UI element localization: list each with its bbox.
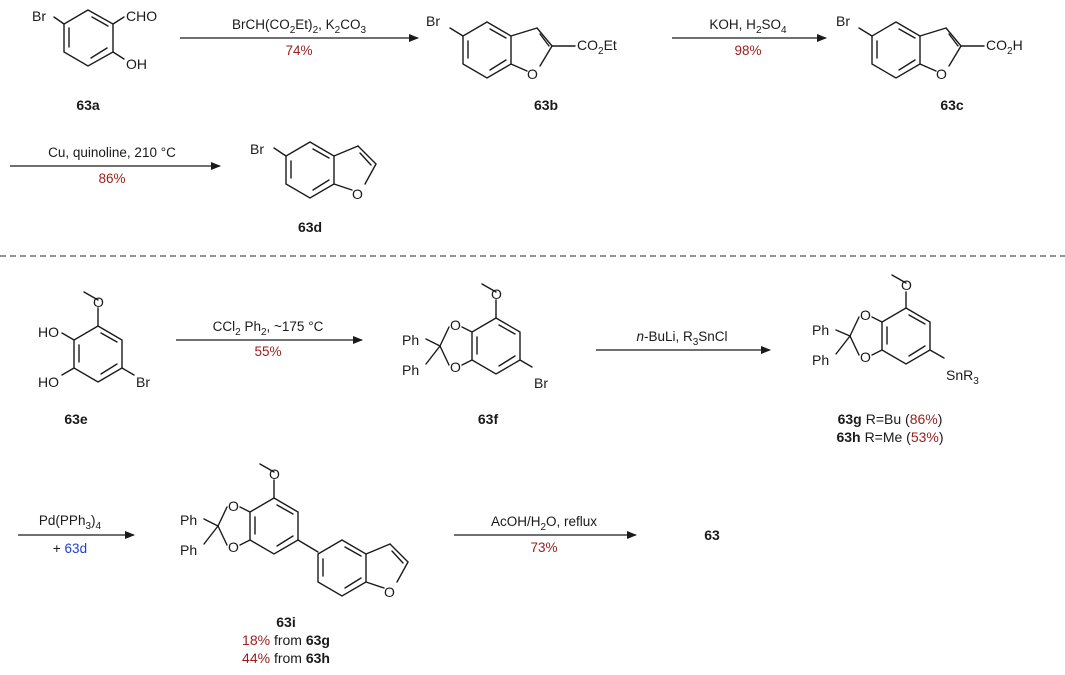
benzodioxole-benzofuran-skeleton <box>203 463 409 597</box>
dioxole-oxygen-2: O <box>228 539 239 555</box>
stannyl-group: SnR3 <box>946 367 979 387</box>
benzodioxole-skeleton <box>425 283 533 375</box>
phenyl-1: Ph <box>402 332 419 348</box>
coupling-partner-text: + 63d <box>53 541 87 556</box>
compound-label: 63b <box>534 97 558 113</box>
furan-oxygen: O <box>936 66 947 82</box>
phenyl-1: Ph <box>180 512 197 528</box>
bromo-atom: Br <box>32 8 46 24</box>
hydroxy-group-2: HO <box>38 374 59 390</box>
step-4-conditions: CCl2 Ph2, ~175 °C 55% <box>176 319 363 359</box>
compound-label: 63c <box>940 97 964 113</box>
step-2-conditions: KOH, H2SO4 98% <box>672 17 827 58</box>
yield-text: 73% <box>530 540 557 555</box>
furan-oxygen: O <box>384 584 395 600</box>
reagents-text: CCl2 Ph2, ~175 °C <box>213 319 324 338</box>
methoxy-oxygen: O <box>93 294 104 310</box>
compound-63d: Br O 63d <box>250 141 377 235</box>
yield-text: 98% <box>734 43 761 58</box>
compound-63c: Br O CO2H 63c <box>836 13 1023 113</box>
ester-group: CO2Et <box>577 37 617 57</box>
compound-63f: O O O Ph Ph Br 63f <box>402 283 548 427</box>
dioxole-oxygen-2: O <box>450 359 461 375</box>
bromo-atom: Br <box>534 375 548 391</box>
step-3-conditions: Cu, quinoline, 210 °C 86% <box>10 145 221 186</box>
phenyl-1: Ph <box>812 322 829 338</box>
yield-line-2: 44% from 63h <box>242 650 330 666</box>
reagents-text: KOH, H2SO4 <box>709 17 787 36</box>
phenyl-2: Ph <box>812 352 829 368</box>
hydroxy-group-1: HO <box>38 324 59 340</box>
bromo-atom: Br <box>136 374 150 390</box>
compound-label: 63d <box>298 219 322 235</box>
compound-label: 63e <box>64 411 88 427</box>
phenyl-2: Ph <box>180 542 197 558</box>
yield-text: 55% <box>254 344 281 359</box>
step-5-conditions: n-BuLi, R3SnCl <box>596 329 771 354</box>
yield-text: 74% <box>285 43 312 58</box>
dioxole-oxygen-1: O <box>450 317 461 333</box>
bromo-atom: Br <box>250 141 264 157</box>
benzofuran-skeleton <box>858 21 985 79</box>
benzodioxole-skeleton <box>835 274 945 365</box>
furan-oxygen: O <box>352 186 363 202</box>
benzofuran-skeleton <box>273 141 377 199</box>
carboxylic-acid-group: CO2H <box>986 37 1023 57</box>
bromo-atom: Br <box>426 13 440 29</box>
compound-63i: O O O Ph Ph O 63i 18% from 63g 44% from … <box>180 463 409 666</box>
reagents-text: n-BuLi, R3SnCl <box>636 329 727 348</box>
benzene-ring <box>53 9 125 67</box>
compound-63-label: 63 <box>704 527 720 543</box>
dioxole-oxygen-1: O <box>228 498 239 514</box>
methoxy-oxygen: O <box>901 277 912 293</box>
reagents-text: BrCH(CO2Et)2, K2CO3 <box>232 17 366 36</box>
compound-63b: Br O CO2Et 63b <box>426 13 617 113</box>
dioxole-oxygen-2: O <box>860 349 871 365</box>
step-6-conditions: Pd(PPh3)4 + 63d <box>18 513 135 556</box>
reagents-text: Pd(PPh3)4 <box>39 513 102 532</box>
step-1-conditions: BrCH(CO2Et)2, K2CO3 74% <box>180 17 419 58</box>
yield-line-1: 18% from 63g <box>242 632 330 648</box>
phenyl-2: Ph <box>402 362 419 378</box>
step-7-conditions: AcOH/H2O, reflux 73% <box>454 514 637 555</box>
yield-text: 86% <box>98 171 125 186</box>
hydroxy-group: OH <box>126 56 147 72</box>
furan-oxygen: O <box>527 66 538 82</box>
benzene-ring <box>61 291 135 383</box>
compound-label: 63f <box>478 411 499 427</box>
compound-label: 63i <box>276 614 295 630</box>
bromo-atom: Br <box>836 13 850 29</box>
compound-label: 63a <box>76 97 100 113</box>
aldehyde-group: CHO <box>126 8 157 24</box>
methoxy-oxygen: O <box>491 286 502 302</box>
reagents-text: AcOH/H2O, reflux <box>491 514 597 533</box>
reagents-text: Cu, quinoline, 210 °C <box>48 145 176 160</box>
methoxy-oxygen: O <box>269 466 280 482</box>
benzofuran-skeleton <box>449 21 576 79</box>
compound-63a: Br CHO OH 63a <box>32 8 157 113</box>
compound-63e: O HO HO Br 63e <box>38 291 150 427</box>
dioxole-oxygen-1: O <box>860 307 871 323</box>
